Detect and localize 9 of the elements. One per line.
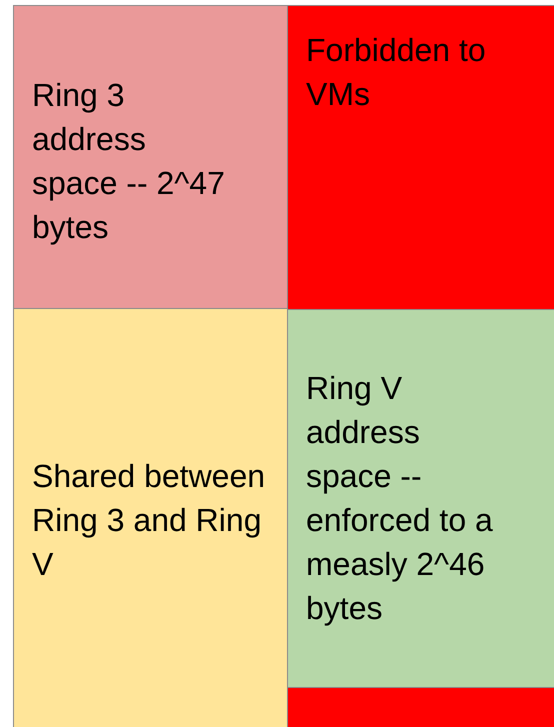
memory-region <box>287 5 554 310</box>
memory-region <box>13 308 288 727</box>
region-label: Forbidden to VMs <box>306 31 487 114</box>
memory-region <box>287 309 554 688</box>
region-label: Ring 3 address space -- 2^47 bytes <box>32 76 226 247</box>
memory-region <box>287 687 554 727</box>
memory-region <box>13 5 288 309</box>
region-label: Ring V address space -- enforced to a measly 2^46 bytes <box>306 369 494 628</box>
region-label: Shared between Ring 3 and Ring V <box>32 457 266 584</box>
